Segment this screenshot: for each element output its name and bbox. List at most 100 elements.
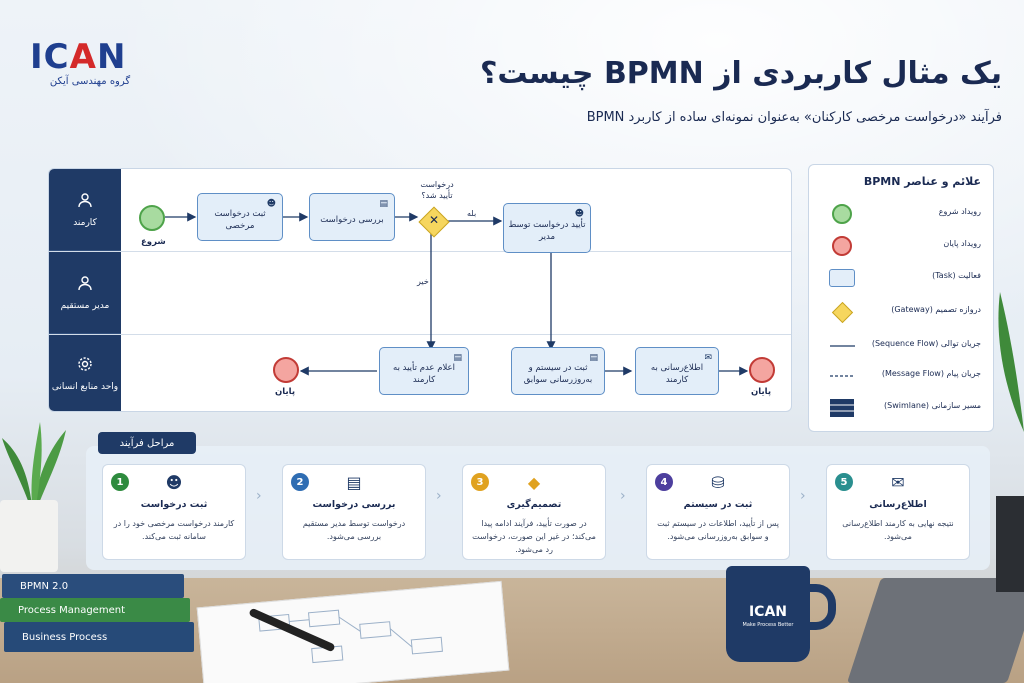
legend-label: رویداد پایان xyxy=(943,239,981,248)
gateway-icon xyxy=(829,301,855,323)
chevron-right-icon: › xyxy=(620,488,626,504)
lane-label: کارمند xyxy=(73,217,97,228)
person-icon: ☻ xyxy=(574,209,584,219)
document-icon: ▤ xyxy=(379,199,388,209)
start-event xyxy=(139,205,165,231)
document-icon: ▤ xyxy=(346,473,362,492)
task-icon xyxy=(829,267,855,289)
step-number: 2 xyxy=(291,473,309,491)
lane-label: مدیر مستقیم xyxy=(60,300,110,311)
bpmn-diagram: کارمند مدیر مستقیم واحد منابع انسانی xyxy=(48,168,792,412)
swimlane-icon xyxy=(829,397,855,419)
logo-subtitle: گروه مهندسی آیکن xyxy=(49,76,131,87)
task-manager-approval: ☻ تأیید درخواست توسط مدیر xyxy=(503,203,591,253)
legend-label: دروازه تصمیم (Gateway) xyxy=(891,305,981,314)
gear-icon xyxy=(77,356,93,376)
start-label: شروع xyxy=(141,237,166,247)
step-card-4: 4 ⛁ ثبت در سیستم پس از تأیید، اطلاعات در… xyxy=(646,464,790,560)
lane-header: کارمند xyxy=(49,169,121,251)
sketch-diagram xyxy=(258,609,443,664)
task-notify-rejection: ▤ اعلام عدم تأیید به کارمند xyxy=(379,347,469,395)
book-bpmn: BPMN 2.0 xyxy=(2,574,184,598)
logo-mark: ICAN xyxy=(30,37,127,77)
mail-icon: ✉ xyxy=(891,473,905,492)
legend-title: علائم و عناصر BPMN xyxy=(863,175,981,188)
end-event-icon xyxy=(829,235,855,257)
step-description: در صورت تأیید، فرآیند ادامه پیدا می‌کند؛… xyxy=(472,519,596,554)
task-record-in-system: ▤ ثبت در سیستم و به‌روزرسانی سوابق xyxy=(511,347,605,395)
chevron-right-icon: › xyxy=(436,488,442,504)
legend-item: جریان پیام (Message Flow) xyxy=(819,363,985,389)
lane-header: مدیر مستقیم xyxy=(49,252,121,334)
gateway-x-icon: ✕ xyxy=(429,213,440,227)
lane-label: واحد منابع انسانی xyxy=(51,381,119,392)
task-submit-request: ☻ ثبت درخواست مرخصی xyxy=(197,193,283,241)
plant-pot xyxy=(0,500,58,572)
flow-label-yes: بله xyxy=(467,209,477,218)
person-icon xyxy=(77,192,93,212)
document-icon: ▤ xyxy=(589,353,598,363)
swimlane-manager: مدیر مستقیم xyxy=(49,252,791,335)
chevron-right-icon: › xyxy=(800,488,806,504)
mug-slogan: Make Process Better xyxy=(742,622,794,628)
end-label: پایان xyxy=(275,387,296,397)
swimlane-hr: واحد منابع انسانی xyxy=(49,335,791,411)
step-card-1: 1 ☻ ثبت درخواست کارمند درخواست مرخصی خود… xyxy=(102,464,246,560)
sequence-flows xyxy=(165,212,749,376)
steps-title: مراحل فرآیند xyxy=(98,432,196,454)
ican-mug: ICAN Make Process Better xyxy=(726,566,810,662)
legend-item: جریان توالی (Sequence Flow) xyxy=(819,333,985,359)
sequence-flow-icon xyxy=(829,335,855,357)
legend-item: دروازه تصمیم (Gateway) xyxy=(819,299,985,325)
laptop-screen xyxy=(996,496,1024,592)
book-business-process: Business Process xyxy=(4,622,194,652)
legend-label: فعالیت (Task) xyxy=(932,271,981,280)
legend-label: جریان توالی (Sequence Flow) xyxy=(871,339,981,348)
legend-item: مسیر سازمانی (Swimlane) xyxy=(819,395,985,421)
plant-icon xyxy=(2,422,66,506)
step-description: درخواست توسط مدیر مستقیم بررسی می‌شود. xyxy=(302,519,406,541)
paper-sketch xyxy=(196,580,510,683)
step-number: 4 xyxy=(655,473,673,491)
legend-item: رویداد شروع xyxy=(819,201,985,227)
step-card-2: 2 ▤ بررسی درخواست درخواست توسط مدیر مستق… xyxy=(282,464,426,560)
database-icon: ⛁ xyxy=(711,473,725,492)
page-title: یک مثال کاربردی از BPMN چیست؟ xyxy=(479,56,1002,91)
legend-label: مسیر سازمانی (Swimlane) xyxy=(884,401,981,410)
mug-logo-text: ICAN xyxy=(748,604,788,620)
person-icon xyxy=(77,275,93,295)
step-title: ثبت در سیستم xyxy=(683,499,753,510)
start-event-icon xyxy=(829,203,855,225)
step-number: 1 xyxy=(111,473,129,491)
step-number: 5 xyxy=(835,473,853,491)
legend-label: رویداد شروع xyxy=(938,207,981,216)
person-icon: ☻ xyxy=(266,199,276,209)
step-title: تصمیم‌گیری xyxy=(506,499,562,510)
end-event-reject xyxy=(273,357,299,383)
person-icon: ☻ xyxy=(165,473,183,492)
document-icon: ▤ xyxy=(453,353,462,363)
swimlane-employee: کارمند xyxy=(49,169,791,252)
step-number: 3 xyxy=(471,473,489,491)
task-notify-employee: ✉ اطلاع‌رسانی به کارمند xyxy=(635,347,719,395)
book-process-management: Process Management xyxy=(0,598,190,622)
step-description: کارمند درخواست مرخصی خود را در سامانه ثب… xyxy=(113,519,235,541)
gateway-icon: ◆ xyxy=(527,473,541,492)
mail-icon: ✉ xyxy=(704,353,712,363)
flow-label-no: خیر xyxy=(417,277,429,286)
step-card-5: 5 ✉ اطلاع‌رسانی نتیجه نهایی به کارمند اط… xyxy=(826,464,970,560)
step-title: اطلاع‌رسانی xyxy=(869,499,927,510)
step-title: بررسی درخواست xyxy=(312,499,396,510)
end-event-final xyxy=(749,357,775,383)
page-subtitle: فرآیند «درخواست مرخصی کارکنان» به‌عنوان … xyxy=(586,110,1002,125)
legend-item: رویداد پایان xyxy=(819,233,985,259)
ican-logo: ICAN گروه مهندسی آیکن xyxy=(30,40,150,87)
step-description: پس از تأیید، اطلاعات در سیستم ثبت و سواب… xyxy=(657,519,779,541)
gateway-question: درخواست تأیید شد؟ xyxy=(420,180,454,200)
legend-label: جریان پیام (Message Flow) xyxy=(881,369,981,378)
plant-icon xyxy=(998,292,1024,432)
step-title: ثبت درخواست xyxy=(140,499,208,510)
bpmn-legend: علائم و عناصر BPMN رویداد شروع رویداد پا… xyxy=(808,164,994,432)
step-description: نتیجه نهایی به کارمند اطلاع‌رسانی می‌شود… xyxy=(842,519,954,541)
chevron-right-icon: › xyxy=(256,488,262,504)
